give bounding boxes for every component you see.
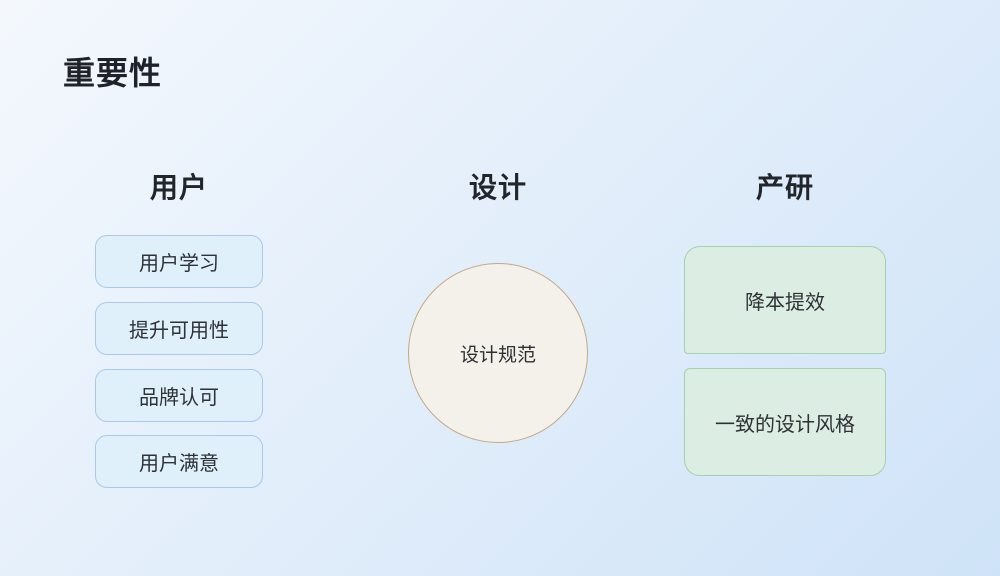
column-header-users: 用户 xyxy=(149,172,208,203)
user-benefit-label: 用户满意 xyxy=(139,453,219,475)
user-benefit-label: 用户学习 xyxy=(139,253,219,275)
design-spec-circle: 设计规范 xyxy=(408,263,588,443)
product-benefit-label: 降本提效 xyxy=(745,291,825,314)
page-title: 重要性 xyxy=(63,55,163,91)
column-header-product-rd: 产研 xyxy=(755,172,814,203)
product-benefit-label: 一致的设计风格 xyxy=(715,413,855,436)
column-header-design: 设计 xyxy=(468,172,527,203)
user-benefit-label: 提升可用性 xyxy=(129,320,229,342)
design-spec-label: 设计规范 xyxy=(459,344,536,366)
user-benefit-box-satisfaction: 用户满意 xyxy=(95,435,263,488)
user-benefit-box-brand: 品牌认可 xyxy=(95,369,263,422)
product-benefit-box-consistency: 一致的设计风格 xyxy=(684,368,886,476)
user-benefit-box-usability: 提升可用性 xyxy=(95,302,263,355)
user-benefit-box-learning: 用户学习 xyxy=(95,235,263,288)
product-benefit-box-efficiency: 降本提效 xyxy=(684,246,886,354)
user-benefit-label: 品牌认可 xyxy=(139,387,219,409)
